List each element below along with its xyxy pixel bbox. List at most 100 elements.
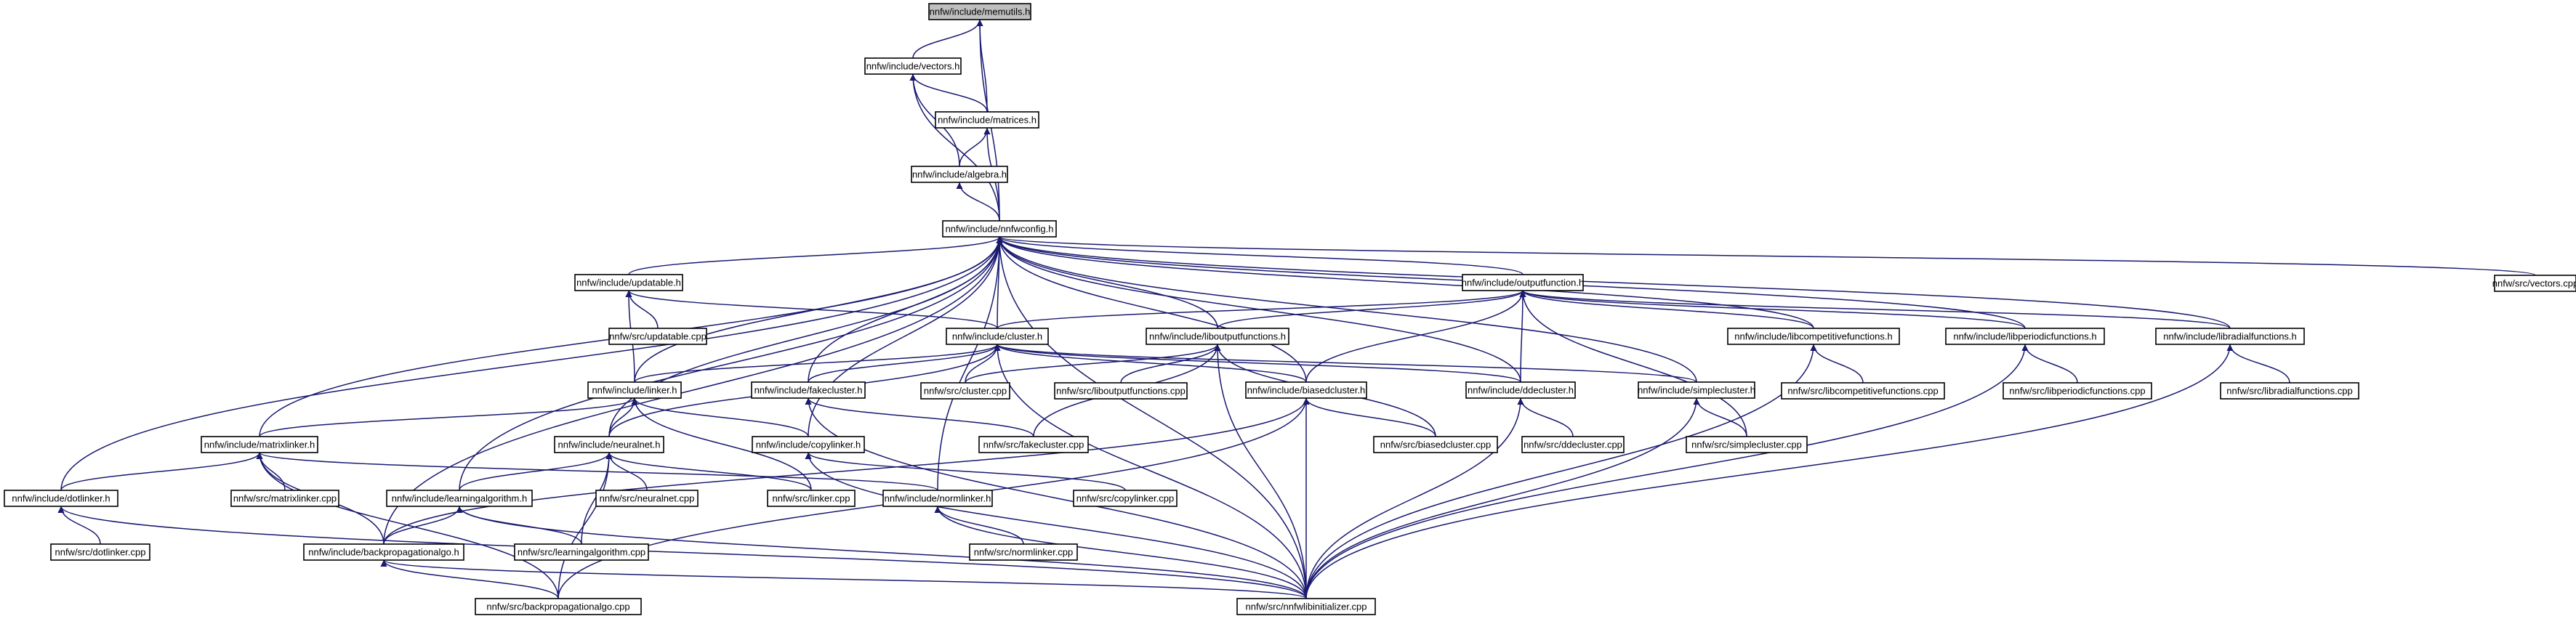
node-vectors[interactable]: nnfw/include/vectors.h — [864, 57, 962, 75]
node-matrixlinker-label: nnfw/include/matrixlinker.h — [204, 439, 315, 450]
node-ddeclustercpp[interactable]: nnfw/src/ddecluster.cpp — [1521, 436, 1625, 453]
node-biasedcluster[interactable]: nnfw/include/biasedcluster.h — [1245, 381, 1367, 399]
edge-initializer-to-liboutput — [1214, 344, 1307, 599]
node-liboutputcpp-box — [1054, 382, 1188, 400]
node-fakeclustercpp-label: nnfw/src/fakecluster.cpp — [983, 439, 1084, 450]
node-dotlinker[interactable]: nnfw/include/dotlinker.h — [4, 490, 118, 507]
edge-biasedclustercpp-to-biasedcluster — [1303, 397, 1436, 437]
node-updatablecpp-box — [608, 328, 707, 345]
node-memutils[interactable]: nnfw/include/memutils.h — [928, 3, 1031, 20]
node-backprop-label: nnfw/include/backpropagationalgo.h — [308, 547, 459, 558]
edge-initializer-to-libperiodic — [1305, 344, 2029, 599]
edge-dotlinker-to-matrixlinker — [60, 452, 263, 491]
node-clustercpp-box — [920, 382, 1010, 400]
node-libradial[interactable]: nnfw/include/libradialfunctions.h — [2155, 328, 2305, 345]
edge-outputfunction-to-nnfwconfig — [996, 236, 1524, 275]
node-ddecluster[interactable]: nnfw/include/ddecluster.h — [1465, 381, 1576, 399]
node-libcompetitivecpp[interactable]: nnfw/src/libcompetitivefunctions.cpp — [1781, 382, 1945, 400]
node-libcompetitive[interactable]: nnfw/include/libcompetitivefunctions.h — [1727, 328, 1900, 345]
edge-liboutput-to-outputfunction — [1217, 290, 1526, 329]
node-algebra[interactable]: nnfw/include/algebra.h — [911, 166, 1008, 183]
edge-cluster-to-updatable — [625, 290, 998, 329]
node-normlinker-label: nnfw/include/normlinker.h — [885, 493, 991, 504]
node-initializer[interactable]: nnfw/src/nnfwlibinitializer.cpp — [1236, 598, 1376, 615]
node-matrixlinkercpp-label: nnfw/src/matrixlinker.cpp — [233, 493, 337, 504]
node-copylinkercpp[interactable]: nnfw/src/copylinker.cpp — [1073, 490, 1178, 507]
node-libradialcpp[interactable]: nnfw/src/libradialfunctions.cpp — [2220, 382, 2359, 400]
node-linker-box — [587, 381, 682, 399]
node-liboutputcpp[interactable]: nnfw/src/liboutputfunctions.cpp — [1054, 382, 1188, 400]
node-liboutput[interactable]: nnfw/include/liboutputfunctions.h — [1146, 328, 1289, 345]
node-simplecluster[interactable]: nnfw/include/simplecluster.h — [1638, 381, 1755, 399]
node-neuralnetcpp-box — [595, 490, 699, 507]
node-neuralnetcpp[interactable]: nnfw/src/neuralnet.cpp — [595, 490, 699, 507]
node-backprop[interactable]: nnfw/include/backpropagationalgo.h — [303, 543, 464, 561]
node-linker[interactable]: nnfw/include/linker.h — [587, 381, 682, 399]
node-matrixlinker-box — [201, 436, 318, 453]
node-biasedclustercpp[interactable]: nnfw/src/biasedcluster.cpp — [1373, 436, 1498, 453]
edge-simpleclustercpp-to-outputfunction — [1519, 290, 1747, 437]
node-libradialcpp-box — [2220, 382, 2359, 400]
edge-libradialcpp-to-libradial — [2226, 344, 2290, 384]
node-copylinker[interactable]: nnfw/include/copylinker.h — [752, 436, 865, 453]
edge-initializer-to-copylinker — [805, 452, 1307, 599]
node-nnfwconfig-box — [942, 220, 1057, 238]
node-neuralnet[interactable]: nnfw/include/neuralnet.h — [554, 436, 664, 453]
edge-clustercpp-to-liboutput — [965, 344, 1221, 384]
node-simpleclustercpp-box — [1686, 436, 1808, 453]
edge-libcompetitivecpp-to-libcompetitive — [1810, 344, 1864, 384]
node-matrixlinker[interactable]: nnfw/include/matrixlinker.h — [201, 436, 318, 453]
node-fakeclustercpp-box — [978, 436, 1089, 453]
edge-ddeclustercpp-to-ddecluster — [1517, 397, 1574, 437]
node-libcompetitivecpp-box — [1781, 382, 1945, 400]
node-updatable[interactable]: nnfw/include/updatable.h — [574, 274, 683, 291]
node-learningalgorithm[interactable]: nnfw/include/learningalgorithm.h — [386, 490, 533, 507]
node-matrices[interactable]: nnfw/include/matrices.h — [935, 111, 1039, 129]
node-algebra-label: nnfw/include/algebra.h — [912, 169, 1007, 180]
node-clustercpp[interactable]: nnfw/src/cluster.cpp — [920, 382, 1010, 400]
nodes-layer: nnfw/include/memutils.h nnfw/include/vect… — [4, 3, 2576, 615]
node-backpropcpp[interactable]: nnfw/src/backpropagationalgo.cpp — [475, 598, 642, 615]
node-outputfunction[interactable]: nnfw/include/outputfunction.h — [1462, 274, 1584, 291]
edge-learningalgorithm-to-nnfwconfig — [459, 236, 1003, 491]
edge-biasedcluster-to-cluster — [994, 344, 1307, 383]
edge-vectors-to-memutils — [912, 19, 983, 59]
node-libperiodic[interactable]: nnfw/include/libperiodicfunctions.h — [1945, 328, 2105, 345]
node-vectorscpp[interactable]: nnfw/src/vectors.cpp — [2492, 275, 2576, 292]
edge-libcompetitive-to-nnfwconfig — [996, 236, 1814, 329]
edge-backprop-to-nnfwconfig — [383, 236, 1003, 545]
edge-libradial-to-outputfunction — [1519, 290, 2231, 329]
node-normlinker[interactable]: nnfw/include/normlinker.h — [882, 490, 993, 507]
edge-initializer-to-libradial — [1305, 344, 2234, 599]
node-simpleclustercpp[interactable]: nnfw/src/simplecluster.cpp — [1686, 436, 1808, 453]
edge-initializer-to-ddecluster — [1305, 397, 1524, 599]
edge-libperiodiccpp-to-libperiodic — [2021, 344, 2078, 384]
node-libperiodiccpp[interactable]: nnfw/src/libperiodicfunctions.cpp — [2003, 382, 2152, 400]
node-linkercpp[interactable]: nnfw/src/linker.cpp — [767, 490, 856, 507]
edge-liboutputcpp-to-liboutput — [1120, 344, 1221, 384]
edge-biasedcluster-to-outputfunction — [1305, 290, 1526, 383]
node-updatablecpp[interactable]: nnfw/src/updatable.cpp — [608, 328, 707, 345]
node-libradialcpp-label: nnfw/src/libradialfunctions.cpp — [2226, 386, 2352, 397]
node-ddecluster-label: nnfw/include/ddecluster.h — [1468, 385, 1574, 396]
node-dotlinkercpp[interactable]: nnfw/src/dotlinker.cpp — [50, 543, 150, 561]
node-normlinkercpp-label: nnfw/src/normlinker.cpp — [974, 547, 1074, 558]
node-fakecluster[interactable]: nnfw/include/fakecluster.h — [751, 381, 866, 399]
node-fakeclustercpp[interactable]: nnfw/src/fakecluster.cpp — [978, 436, 1089, 453]
edge-linkercpp-to-neuralnet — [605, 452, 812, 491]
edge-libradial-to-nnfwconfig — [996, 236, 2231, 329]
node-cluster[interactable]: nnfw/include/cluster.h — [946, 328, 1049, 345]
edge-libperiodic-to-outputfunction — [1519, 290, 2026, 329]
node-learningalgorithmcpp[interactable]: nnfw/src/learningalgorithm.cpp — [514, 543, 649, 561]
node-matrixlinkercpp-box — [230, 490, 339, 507]
node-learningalgorithm-box — [386, 490, 533, 507]
node-updatable-label: nnfw/include/updatable.h — [576, 277, 681, 288]
node-linkercpp-label: nnfw/src/linker.cpp — [773, 493, 850, 504]
edge-fakeclustercpp-to-fakecluster — [805, 397, 1034, 437]
node-dotlinkercpp-box — [50, 543, 150, 561]
node-matrixlinkercpp[interactable]: nnfw/src/matrixlinker.cpp — [230, 490, 339, 507]
node-nnfwconfig[interactable]: nnfw/include/nnfwconfig.h — [942, 220, 1057, 238]
node-dotlinker-label: nnfw/include/dotlinker.h — [12, 493, 110, 504]
node-normlinkercpp[interactable]: nnfw/src/normlinker.cpp — [969, 543, 1078, 561]
